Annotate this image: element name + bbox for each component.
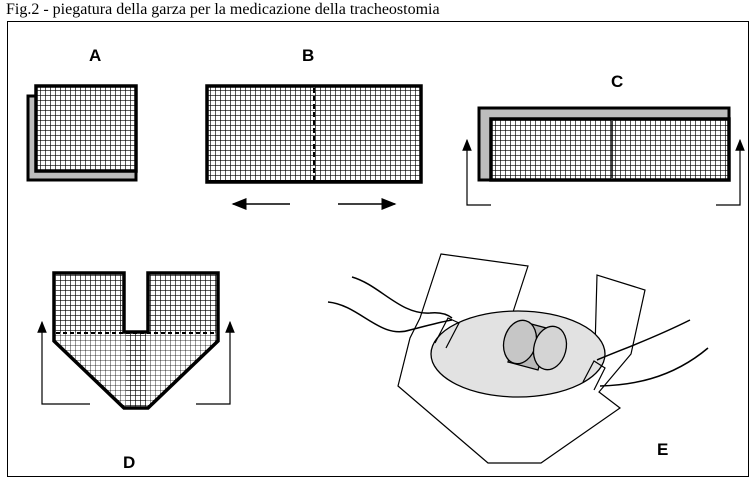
figure-frame (7, 21, 749, 477)
panel-label-a: A (89, 46, 101, 65)
tie-string-right (599, 347, 709, 387)
gauze-flap-right (582, 360, 606, 391)
panel-label-c: C (611, 72, 623, 91)
panel-b: B (205, 46, 423, 210)
fold-up-right-arrow-icon (196, 320, 235, 405)
gauze-square (34, 84, 138, 173)
gauze-left-flap (56, 275, 122, 333)
fold-up-left-arrow-icon (462, 138, 491, 206)
panel-label-b: B (302, 46, 314, 65)
tracheostomy-tube-icon (502, 319, 568, 371)
tie-string-right-upper (596, 319, 691, 361)
gauze-right-flap (150, 275, 216, 333)
gauze-strip (489, 117, 731, 182)
gauze-flap-left (434, 317, 460, 349)
fold-up-right-arrow-icon (716, 138, 745, 206)
tie-string-left (327, 301, 453, 333)
panel-a: A (26, 46, 138, 182)
tie-string-left-upper (351, 276, 453, 319)
gauze-center-strip (126, 334, 146, 406)
panel-label-d: D (123, 453, 135, 472)
panel-c: C (462, 72, 745, 206)
panel-e: E (327, 253, 709, 464)
fold-up-left-arrow-icon (37, 320, 90, 405)
gauze-unfolded (205, 84, 423, 184)
panel-d: D (37, 271, 235, 472)
figure-caption: Fig.2 - piegatura della garza per la med… (6, 1, 440, 18)
panel-label-e: E (657, 440, 668, 459)
